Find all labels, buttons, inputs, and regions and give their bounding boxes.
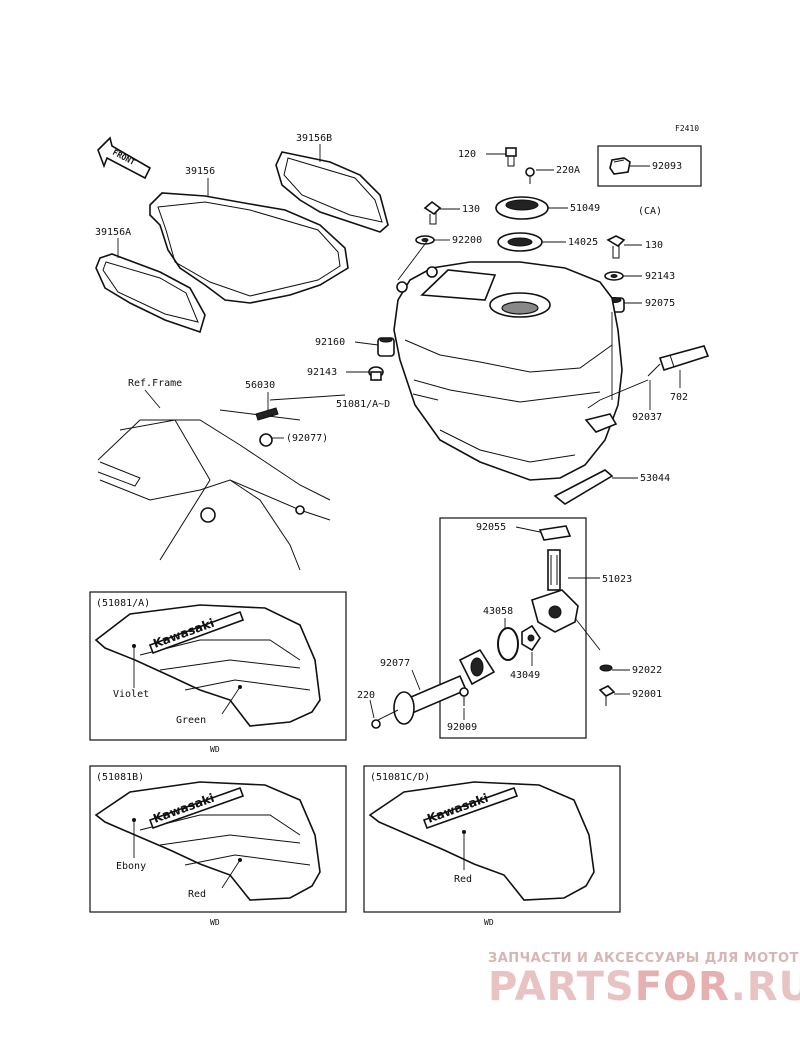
- variant-cd-color-top: Red: [454, 874, 472, 885]
- lever-92077: [393, 648, 496, 725]
- front-arrow-icon: FRONT: [97, 136, 152, 180]
- variant-b-color-top: Ebony: [116, 861, 146, 872]
- oring-43058: [497, 627, 519, 661]
- fuel-tap-51023: [531, 549, 579, 633]
- variant-cd-code: (51081C/D): [370, 772, 430, 783]
- tank-illustration-cd: Kawasaki: [368, 781, 595, 901]
- label-51081: 51081/A~D: [336, 399, 390, 410]
- label-702: 702: [670, 392, 688, 403]
- label-92075: 92075: [645, 298, 675, 309]
- frame-reference: [97, 394, 346, 571]
- label-92200: 92200: [452, 235, 482, 246]
- label-92001: 92001: [632, 689, 662, 700]
- gasket-43049: [521, 624, 541, 652]
- figure-code: F2410: [675, 124, 699, 133]
- screw-220: [371, 709, 399, 729]
- bracket-56030: [255, 407, 279, 421]
- label-51023: 51023: [602, 574, 632, 585]
- bolt-130-left: [423, 200, 442, 225]
- seat-pad-39156A: [95, 253, 206, 334]
- variant-a-code: (51081/A): [96, 598, 150, 609]
- fuel-tap-box: [439, 517, 587, 739]
- label-51049: 51049: [570, 203, 600, 214]
- label-130-left: 130: [462, 204, 480, 215]
- label-39156: 39156: [185, 166, 215, 177]
- ca-box: [597, 145, 702, 187]
- washer-92022: [599, 664, 613, 672]
- variant-a-color-top: Violet: [113, 689, 149, 700]
- rubber-53044: [553, 469, 614, 505]
- seat-pad-39156: [149, 192, 349, 304]
- label-92055: 92055: [476, 522, 506, 533]
- screw-220A: [525, 167, 535, 184]
- damper-92160: [377, 337, 395, 357]
- screw-92009: [459, 687, 469, 706]
- watermark-subtitle: ЗАПЧАСТИ И АКСЕССУАРЫ ДЛЯ МОТОТЕХНИКИ: [488, 951, 800, 966]
- label-56030: 56030: [245, 380, 275, 391]
- watermark-brand: PARTSFOR.RU: [488, 964, 800, 1010]
- bolt-130-right: [606, 235, 626, 259]
- gasket-92055: [538, 525, 572, 541]
- label-43058: 43058: [483, 606, 513, 617]
- label-92093: 92093: [652, 161, 682, 172]
- label-220: 220: [357, 690, 375, 701]
- label-92143-top: 92143: [645, 271, 675, 282]
- hose-702: [647, 345, 710, 377]
- label-92022: 92022: [632, 665, 662, 676]
- watermark-brand-part3: .RU: [731, 964, 800, 1010]
- screw-92001: [598, 685, 616, 706]
- watermark-brand-part2: FOR: [635, 964, 731, 1010]
- label-92037: 92037: [632, 412, 662, 423]
- bolt-120: [505, 147, 517, 167]
- variant-b-code: (51081B): [96, 772, 144, 783]
- label-53044: 53044: [640, 473, 670, 484]
- label-43049: 43049: [510, 670, 540, 681]
- variant-panel-a: [89, 591, 347, 741]
- variant-a-color-bottom: Green: [176, 715, 206, 726]
- variant-panel-cd: [363, 765, 621, 913]
- label-14025: 14025: [568, 237, 598, 248]
- label-130-right: 130: [645, 240, 663, 251]
- seat-pad-39156B: [275, 151, 389, 233]
- washer-92143-top: [604, 271, 624, 281]
- variant-b-market: WD: [210, 918, 220, 927]
- gasket-14025: [497, 232, 543, 252]
- washer-92200: [415, 235, 435, 245]
- variant-a-market: WD: [210, 745, 220, 754]
- fuel-cap-51049: [495, 196, 549, 220]
- label-92143-left: 92143: [307, 367, 337, 378]
- variant-b-color-bottom: Red: [188, 889, 206, 900]
- label-120: 120: [458, 149, 476, 160]
- label-92077: 92077: [380, 658, 410, 669]
- tank-illustration-a: Kawasaki: [94, 604, 321, 727]
- label-92009: 92009: [447, 722, 477, 733]
- label-39156A: 39156A: [95, 227, 131, 238]
- label-220A: 220A: [556, 165, 580, 176]
- label-92160: 92160: [315, 337, 345, 348]
- label-39156B: 39156B: [296, 133, 332, 144]
- watermark-brand-part1: PARTS: [488, 964, 635, 1010]
- label-ca: (CA): [638, 206, 662, 217]
- tank-illustration-b: Kawasaki: [94, 781, 321, 901]
- cap-nut-92093: [609, 157, 631, 175]
- watermark: ЗАПЧАСТИ И АКСЕССУАРЫ ДЛЯ МОТОТЕХНИКИ PA…: [488, 951, 800, 1010]
- ref-frame-label: Ref.Frame: [128, 378, 182, 389]
- variant-panel-b: [89, 765, 347, 913]
- variant-cd-market: WD: [484, 918, 494, 927]
- label-92077-ref: (92077): [286, 433, 328, 444]
- fuel-tank-51081: [393, 261, 623, 481]
- washer-92143-left: [368, 366, 384, 381]
